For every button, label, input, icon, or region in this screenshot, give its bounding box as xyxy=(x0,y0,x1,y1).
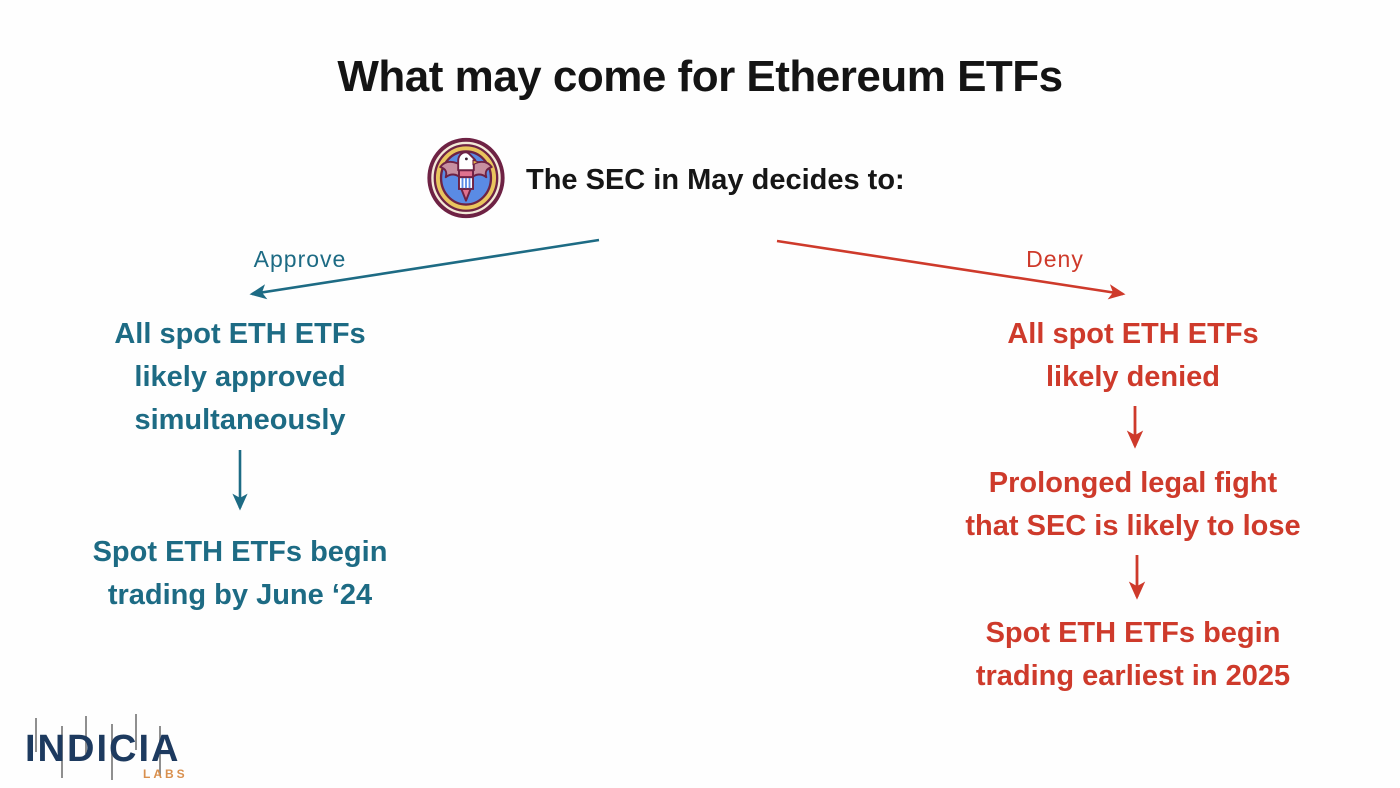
candlestick-wick xyxy=(61,726,63,778)
logo-wordmark: INDICIA xyxy=(25,728,181,770)
root-node-label: The SEC in May decides to: xyxy=(526,163,905,196)
candlestick-wick xyxy=(35,718,37,752)
approve-branch-label: Approve xyxy=(253,246,347,272)
root-node: The SEC in May decides to: xyxy=(427,137,905,224)
sec-seal-icon xyxy=(427,137,505,224)
deny-node-outcome: All spot ETH ETFs likely denied xyxy=(1007,318,1259,393)
approve-node-result: Spot ETH ETFs begin trading by June ‘24 xyxy=(92,536,388,611)
deny-node-result: Spot ETH ETFs begin trading earliest in … xyxy=(975,617,1291,692)
logo-sub-label: LABS xyxy=(143,767,188,781)
indicia-labs-logo: INDICIA LABS xyxy=(25,714,191,784)
candlestick-wick xyxy=(159,726,161,776)
deny-branch-label: Deny xyxy=(1026,246,1084,272)
candlestick-wick xyxy=(111,724,113,780)
approve-node-outcome: All spot ETH ETFs likely approved simult… xyxy=(114,318,366,436)
deny-node-legal-fight: Prolonged legal fight that SEC is likely… xyxy=(965,467,1301,542)
candlestick-wick xyxy=(85,716,87,754)
page-title: What may come for Ethereum ETFs xyxy=(337,52,1063,101)
candlestick-wick xyxy=(135,714,137,750)
